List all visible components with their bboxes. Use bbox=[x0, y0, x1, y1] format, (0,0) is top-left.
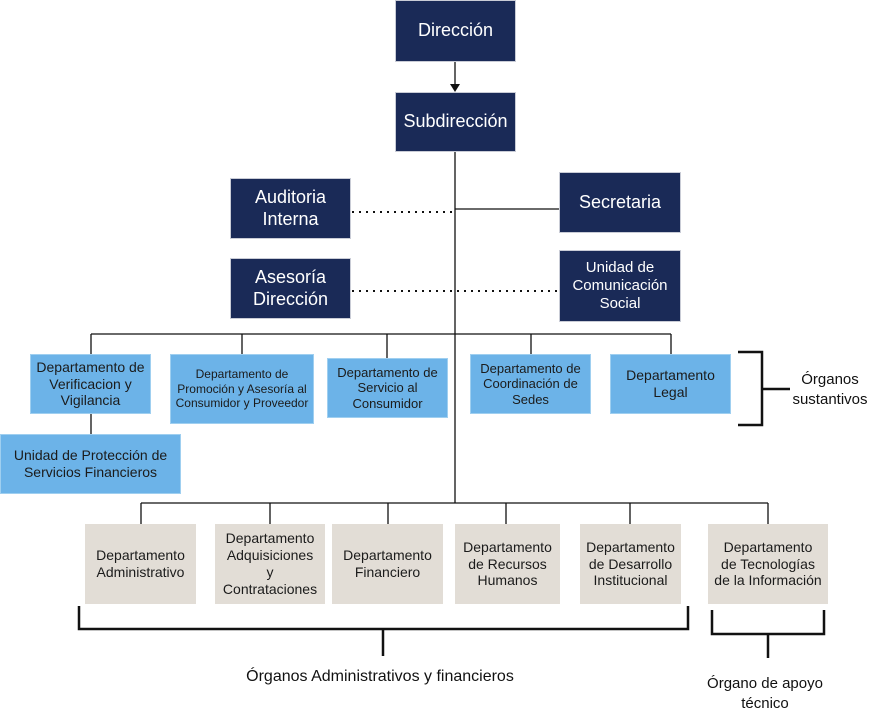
servicio-label: Departamento de Servicio al Consumidor bbox=[337, 364, 438, 411]
arrow-head bbox=[450, 84, 460, 92]
administrativos-label: Órganos Administrativos y financieros bbox=[246, 668, 514, 685]
adquisiciones-box: Departamento Adquisiciones y Contratacio… bbox=[215, 524, 325, 604]
asesoria-label: Asesoría Dirección bbox=[252, 266, 329, 309]
tecnologias-label: Departamento de Tecnologías de la Inform… bbox=[714, 538, 822, 589]
adquisiciones-label: Departamento Adquisiciones y Contratacio… bbox=[222, 530, 318, 597]
auditoria-label: Auditoria Interna bbox=[254, 186, 327, 229]
promocion-label: Departamento de Promoción y Asesoría al … bbox=[175, 367, 309, 411]
verificacion-label: Departamento de Verificacion y Vigilanci… bbox=[36, 358, 145, 409]
proteccion-box: Unidad de Protección de Servicios Financ… bbox=[0, 434, 181, 494]
administrativo-box: Departamento Administrativo bbox=[85, 524, 196, 604]
coordinacion-box: Departamento de Coordinación de Sedes bbox=[470, 354, 591, 414]
coordinacion-label: Departamento de Coordinación de Sedes bbox=[480, 360, 581, 407]
sustantivos-bracket bbox=[738, 350, 764, 427]
desarrollo-label: Departamento de Desarrollo Institucional bbox=[586, 538, 675, 589]
subdireccion-box: Subdirección bbox=[395, 92, 516, 152]
sustantivos-label: Órganos sustantivos bbox=[792, 371, 868, 408]
promocion-box: Departamento de Promoción y Asesoría al … bbox=[170, 354, 314, 424]
apoyo-bracket bbox=[710, 610, 826, 636]
financiero-box: Departamento Financiero bbox=[332, 524, 443, 604]
asesoria-box: Asesoría Dirección bbox=[230, 258, 351, 319]
direccion-label: Dirección bbox=[417, 20, 494, 41]
comunicacion-label: Unidad de Comunicación Social bbox=[572, 259, 668, 312]
verificacion-box: Departamento de Verificacion y Vigilanci… bbox=[30, 354, 151, 414]
secretaria-label: Secretaria bbox=[578, 191, 662, 212]
subdireccion-label: Subdirección bbox=[403, 111, 508, 132]
recursos-box: Departamento de Recursos Humanos bbox=[455, 524, 560, 604]
desarrollo-box: Departamento de Desarrollo Institucional bbox=[580, 524, 681, 604]
comunicacion-box: Unidad de Comunicación Social bbox=[559, 250, 681, 322]
secretaria-box: Secretaria bbox=[559, 172, 681, 233]
proteccion-label: Unidad de Protección de Servicios Financ… bbox=[13, 447, 168, 480]
recursos-label: Departamento de Recursos Humanos bbox=[463, 538, 552, 589]
financiero-label: Departamento Financiero bbox=[343, 547, 432, 580]
direccion-box: Dirección bbox=[395, 0, 516, 62]
legal-box: Departamento Legal bbox=[610, 354, 731, 414]
administrativo-label: Departamento Administrativo bbox=[96, 547, 185, 580]
tecnologias-box: Departamento de Tecnologías de la Inform… bbox=[708, 524, 828, 604]
apoyo-label: Órgano de apoyo técnico bbox=[707, 675, 823, 712]
auditoria-box: Auditoria Interna bbox=[230, 178, 351, 239]
servicio-box: Departamento de Servicio al Consumidor bbox=[327, 358, 448, 418]
administrativos-bracket bbox=[77, 606, 690, 631]
legal-label: Departamento Legal bbox=[626, 367, 715, 400]
